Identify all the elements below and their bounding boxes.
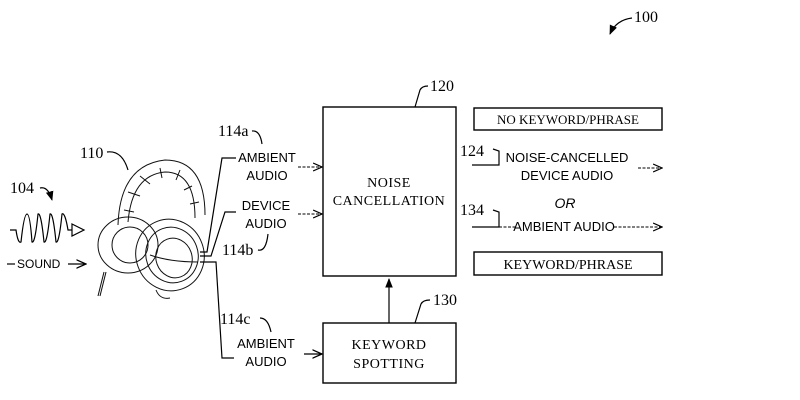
signal-114a: 114a AMBIENT AUDIO: [218, 123, 322, 183]
signal-114a-ref: 114a: [218, 123, 249, 140]
no-keyword-label: NO KEYWORD/PHRASE: [497, 112, 639, 127]
sound-wave-arrowhead: [71, 223, 86, 237]
keyword-label: KEYWORD/PHRASE: [503, 258, 632, 273]
headphones-icon: 110: [80, 145, 206, 299]
output-124-leader: [472, 148, 500, 166]
signal-114c: 114c AMBIENT AUDIO: [220, 311, 322, 369]
connector-114c: [200, 261, 234, 359]
connector-114a: [200, 157, 236, 253]
sound-ref-label: 104: [10, 180, 34, 197]
no-keyword-box: [473, 107, 663, 131]
signal-114b-line2: AUDIO: [245, 216, 286, 231]
keyword-spotting-box: [322, 322, 457, 384]
or-label: OR: [555, 195, 576, 211]
keyword-spotting-leader: [414, 299, 431, 324]
output-124-ref: 124: [460, 143, 484, 160]
noise-cancellation-line1: NOISE: [367, 176, 411, 191]
outputs: NO KEYWORD/PHRASE 124 NOISE-CANCELLED DE…: [460, 107, 663, 276]
ambient-output-label: AMBIENT AUDIO: [513, 219, 615, 234]
keyword-spotting-block: KEYWORD SPOTTING 130: [322, 278, 457, 384]
signal-114b-line1: DEVICE: [242, 198, 291, 213]
keyword-spotting-line1: KEYWORD: [351, 338, 426, 353]
noise-cancellation-line2: CANCELLATION: [333, 194, 446, 209]
figure-ref: 100: [609, 9, 658, 35]
output-134-leader: [472, 209, 500, 228]
signal-114a-line2: AUDIO: [246, 168, 287, 183]
keyword-spotting-line2: SPOTTING: [353, 357, 425, 372]
noise-cancelled-line1: NOISE-CANCELLED: [506, 150, 629, 165]
figure-ref-arrow: [609, 17, 633, 35]
sound-label: SOUND: [17, 257, 61, 271]
signal-114c-leader: [259, 317, 272, 333]
noise-cancellation-block: NOISE CANCELLATION 120: [322, 78, 457, 277]
sound-wave-icon: [10, 213, 72, 243]
noise-cancellation-leader: [414, 85, 429, 108]
signal-114c-ref: 114c: [220, 311, 251, 328]
signal-114b: DEVICE AUDIO 114b: [222, 198, 322, 259]
signal-114c-line2: AUDIO: [245, 354, 286, 369]
noise-cancellation-box: [322, 106, 457, 277]
keyword-spotting-ref: 130: [433, 292, 457, 309]
signal-114b-ref: 114b: [222, 242, 253, 259]
noise-cancellation-ref: 120: [430, 78, 454, 95]
connector-114b: [200, 211, 236, 257]
signal-114c-line1: AMBIENT: [237, 336, 295, 351]
signal-114a-leader: [251, 130, 263, 145]
signal-114a-line1: AMBIENT: [238, 150, 296, 165]
noise-cancelled-line2: DEVICE AUDIO: [521, 168, 613, 183]
keyword-box: [473, 251, 663, 276]
sound-input: 104 SOUND: [7, 180, 86, 271]
figure-ref-label: 100: [634, 9, 658, 26]
signal-114b-leader: [257, 233, 269, 251]
signal-connectors: [200, 157, 236, 359]
sound-ref-arrow: [39, 187, 54, 201]
headphones-ref-leader: [106, 151, 129, 171]
headphones-ref-label: 110: [80, 145, 103, 162]
output-134-ref: 134: [460, 202, 484, 219]
